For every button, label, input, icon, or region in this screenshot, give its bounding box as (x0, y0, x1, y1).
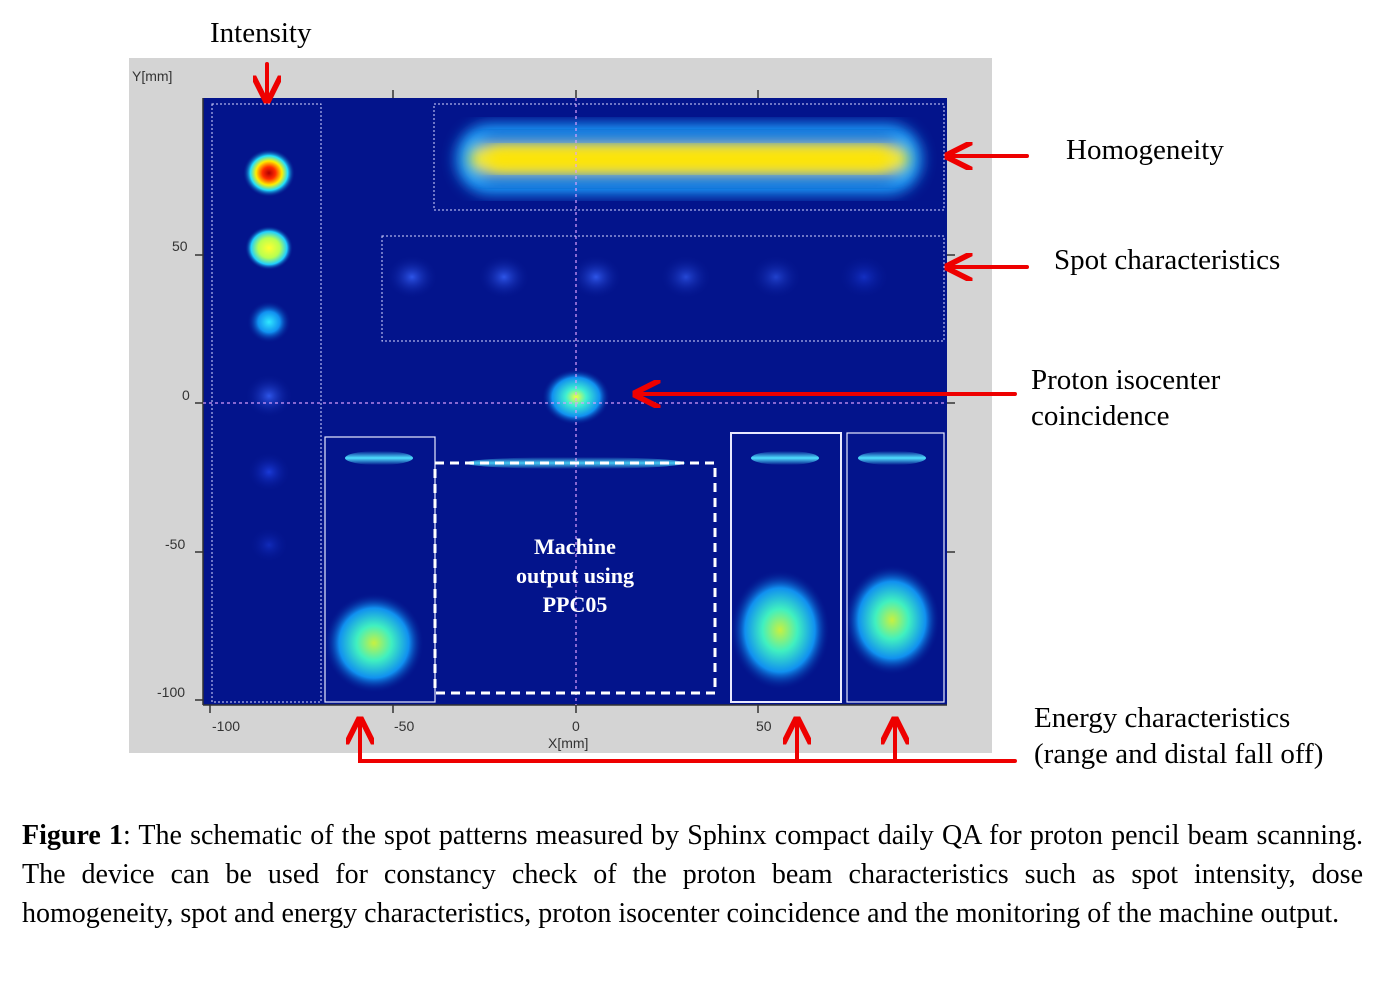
annotation-arrows (267, 62, 1029, 763)
energy-annotation-line1: Energy characteristics (1034, 702, 1291, 734)
isocenter-annotation-line1: Proton isocenter (1031, 364, 1221, 396)
isocenter-annotation-line2: coincidence (1031, 400, 1170, 432)
energy-region (730, 432, 842, 703)
spot-pattern-figure: Y[mm] X[mm] -100 -50 0 50 50 0 -50 -100 (129, 58, 1029, 763)
intensity-spot (245, 226, 293, 270)
spot-region (381, 235, 945, 342)
intensity-spot (245, 374, 293, 418)
machine-output-line: PPC05 (542, 592, 608, 617)
intensity-spot (249, 527, 289, 563)
x-tick-label: 50 (756, 718, 772, 734)
y-tick-marks (195, 254, 955, 701)
spot-characteristics-annotation: Spot characteristics (1054, 244, 1281, 276)
x-axis-label: X[mm] (548, 735, 588, 751)
y-tick-label: -50 (165, 536, 185, 552)
machine-output-region (433, 461, 717, 695)
x-tick-label: -100 (212, 718, 240, 734)
y-tick-label: -100 (157, 684, 185, 700)
y-tick-label: 50 (172, 238, 188, 254)
energy-boxes (324, 432, 945, 703)
x-tick-marks (209, 90, 759, 713)
y-axis-label: Y[mm] (132, 68, 172, 84)
energy-region (324, 436, 436, 703)
intensity-spot (247, 452, 291, 492)
spot-characteristics-row (386, 255, 890, 299)
machine-output-label: Machine output using PPC05 (436, 532, 714, 619)
intensity-region (211, 103, 322, 703)
y-tick-label: 0 (182, 387, 190, 403)
isocenter-spot (542, 369, 610, 425)
machine-output-line: output using (515, 563, 634, 588)
intensity-spots (243, 149, 295, 563)
x-tick-label: -50 (394, 718, 414, 734)
intensity-annotation: Intensity (210, 17, 312, 49)
caption-text: : The schematic of the spot patterns mea… (22, 820, 1363, 929)
caption-label: Figure 1 (22, 820, 123, 851)
energy-region (846, 432, 945, 703)
energy-annotation-line2: (range and distal fall off) (1034, 738, 1324, 770)
region-boxes (211, 103, 945, 703)
intensity-spot (243, 149, 295, 197)
machine-output-line: Machine (534, 534, 616, 559)
homogeneity-field (456, 124, 922, 194)
intensity-spot (247, 301, 291, 343)
homogeneity-annotation: Homogeneity (1066, 134, 1224, 166)
x-tick-label: 0 (572, 718, 580, 734)
figure-caption: Figure 1: The schematic of the spot patt… (22, 816, 1363, 933)
